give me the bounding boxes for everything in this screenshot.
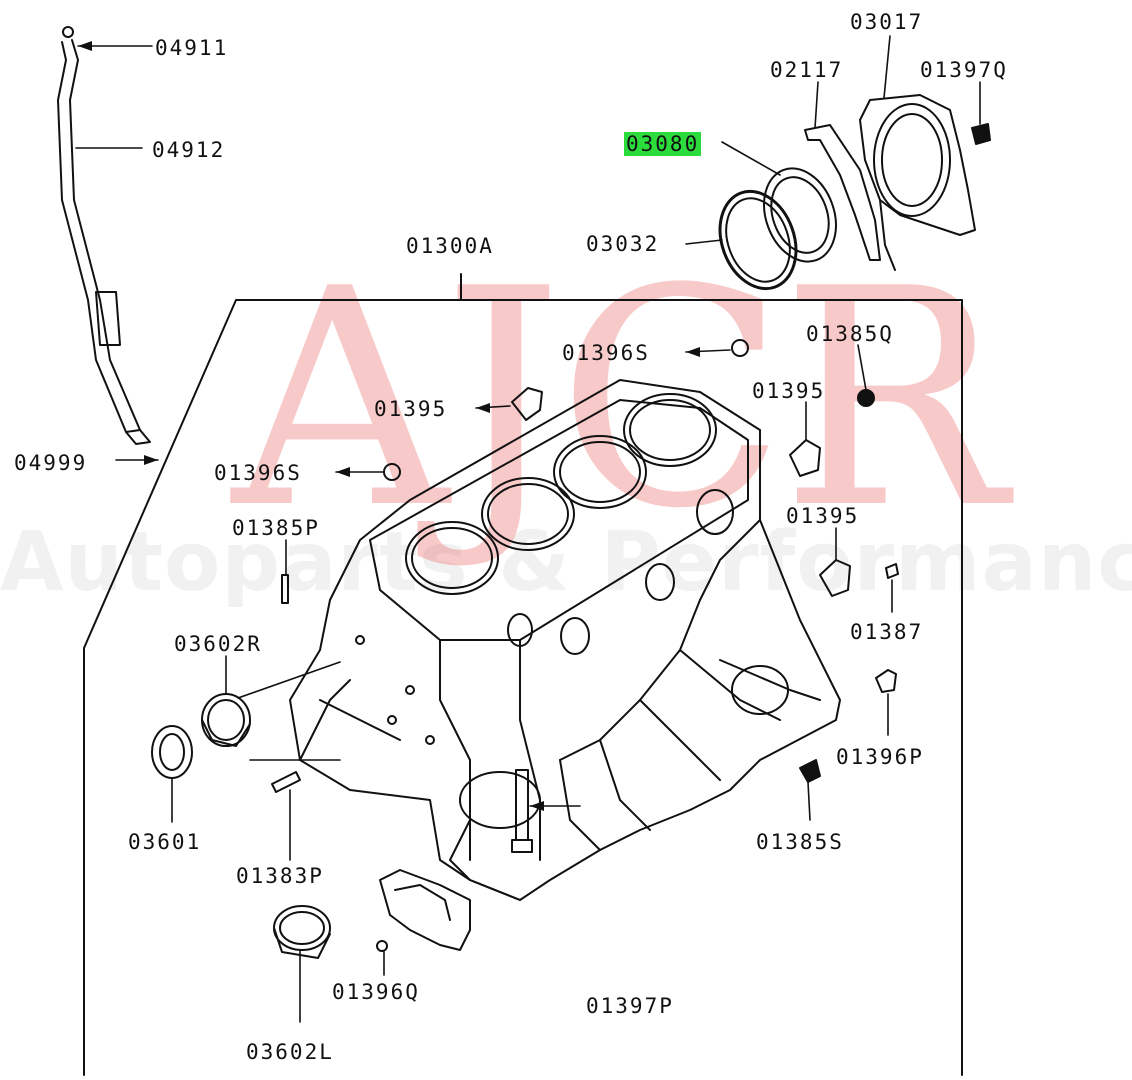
part-label-01396s-left[interactable]: 01396S <box>214 461 302 485</box>
bolt-01397q <box>971 123 991 145</box>
oil-seal <box>763 167 837 263</box>
assembly-bracket-frame <box>83 273 963 1076</box>
part-label-01300a[interactable]: 01300A <box>406 234 494 258</box>
part-label-01397p[interactable]: 01397P <box>586 994 674 1018</box>
part-label-04999[interactable]: 04999 <box>14 451 88 475</box>
part-label-04911[interactable]: 04911 <box>155 36 229 60</box>
part-label-01396s-top[interactable]: 01396S <box>562 341 650 365</box>
bearing-cap <box>379 869 471 951</box>
part-label-01397q[interactable]: 01397Q <box>920 58 1008 82</box>
part-label-01396p[interactable]: 01396P <box>836 745 924 769</box>
part-label-01385s[interactable]: 01385S <box>756 830 844 854</box>
part-label-03080-highlighted[interactable]: 03080 <box>624 132 702 156</box>
part-label-01383p[interactable]: 01383P <box>236 864 324 888</box>
expansion-plugs <box>271 339 899 952</box>
part-label-01396q[interactable]: 01396Q <box>332 980 420 1004</box>
rear-oil-seal-case <box>859 94 976 271</box>
seal-ring <box>718 189 798 291</box>
thrust-bearings <box>151 693 331 959</box>
part-label-04912[interactable]: 04912 <box>152 138 226 162</box>
leader-arrowheads <box>78 41 700 811</box>
part-label-03017[interactable]: 03017 <box>850 10 924 34</box>
part-label-03602l[interactable]: 03602L <box>246 1040 334 1064</box>
part-label-03032[interactable]: 03032 <box>586 232 660 256</box>
dipstick-tube <box>57 26 151 445</box>
gasket <box>804 124 881 261</box>
engine-block <box>289 379 841 901</box>
part-label-01385p[interactable]: 01385P <box>232 516 320 540</box>
part-label-01395-c[interactable]: 01395 <box>786 504 860 528</box>
part-label-03602r[interactable]: 03602R <box>174 632 262 656</box>
part-label-02117[interactable]: 02117 <box>770 58 844 82</box>
part-label-01395-b[interactable]: 01395 <box>752 379 826 403</box>
part-label-01395-a[interactable]: 01395 <box>374 397 448 421</box>
part-label-03601[interactable]: 03601 <box>128 830 202 854</box>
part-label-01385q[interactable]: 01385Q <box>806 322 894 346</box>
part-label-01387[interactable]: 01387 <box>850 620 924 644</box>
